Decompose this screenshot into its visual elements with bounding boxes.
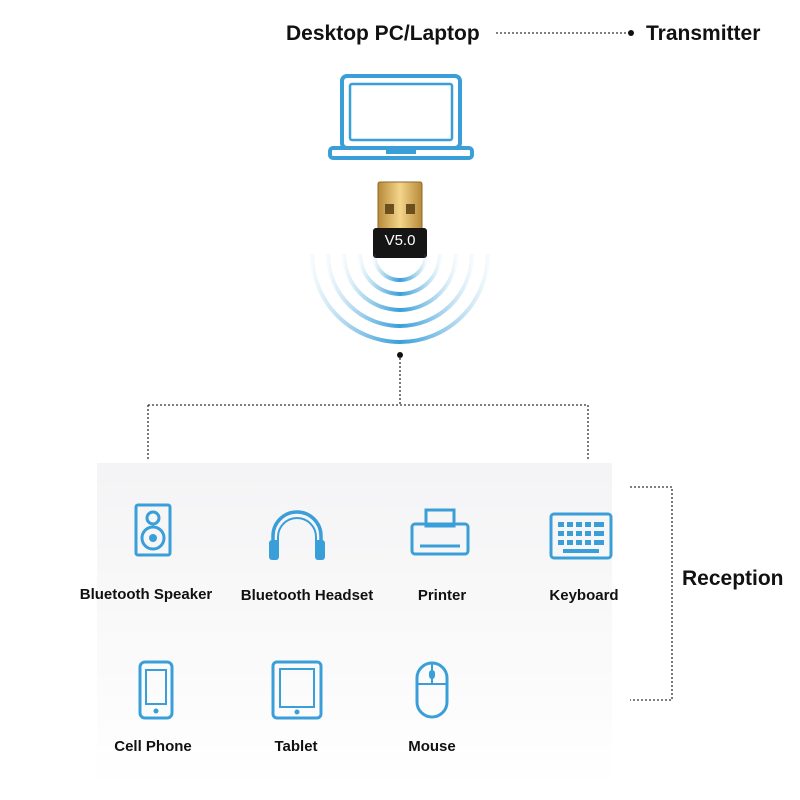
device-label-cell-phone: Cell Phone [114,738,192,755]
keyboard-icon [549,512,613,560]
role-label: Transmitter [646,22,761,45]
device-label-mouse: Mouse [408,738,456,755]
adapter-version-label: V5.0 [384,232,416,249]
tablet-icon [271,660,323,720]
device-label-speaker: Bluetooth Speaker [79,586,213,603]
device-label-printer: Printer [417,587,467,604]
reception-bracket [630,486,673,701]
device-label-tablet: Tablet [274,738,318,755]
device-label-headset: Bluetooth Headset [240,587,374,604]
reception-label: Reception [682,567,784,590]
devices-panel [97,463,612,789]
mouse-icon [415,661,449,719]
signal-waves-icon [310,253,490,344]
device-label-keyboard: Keyboard [549,587,619,604]
transmitter-connector-dot [628,30,634,36]
source-label: Desktop PC/Laptop [286,22,480,45]
printer-icon [410,508,470,556]
cell-phone-icon [138,660,174,720]
signal-connector-dot [397,352,403,358]
speaker-icon [134,503,172,557]
headset-icon [269,510,325,560]
laptop-icon [328,74,474,160]
usb-adapter-icon [373,181,427,258]
